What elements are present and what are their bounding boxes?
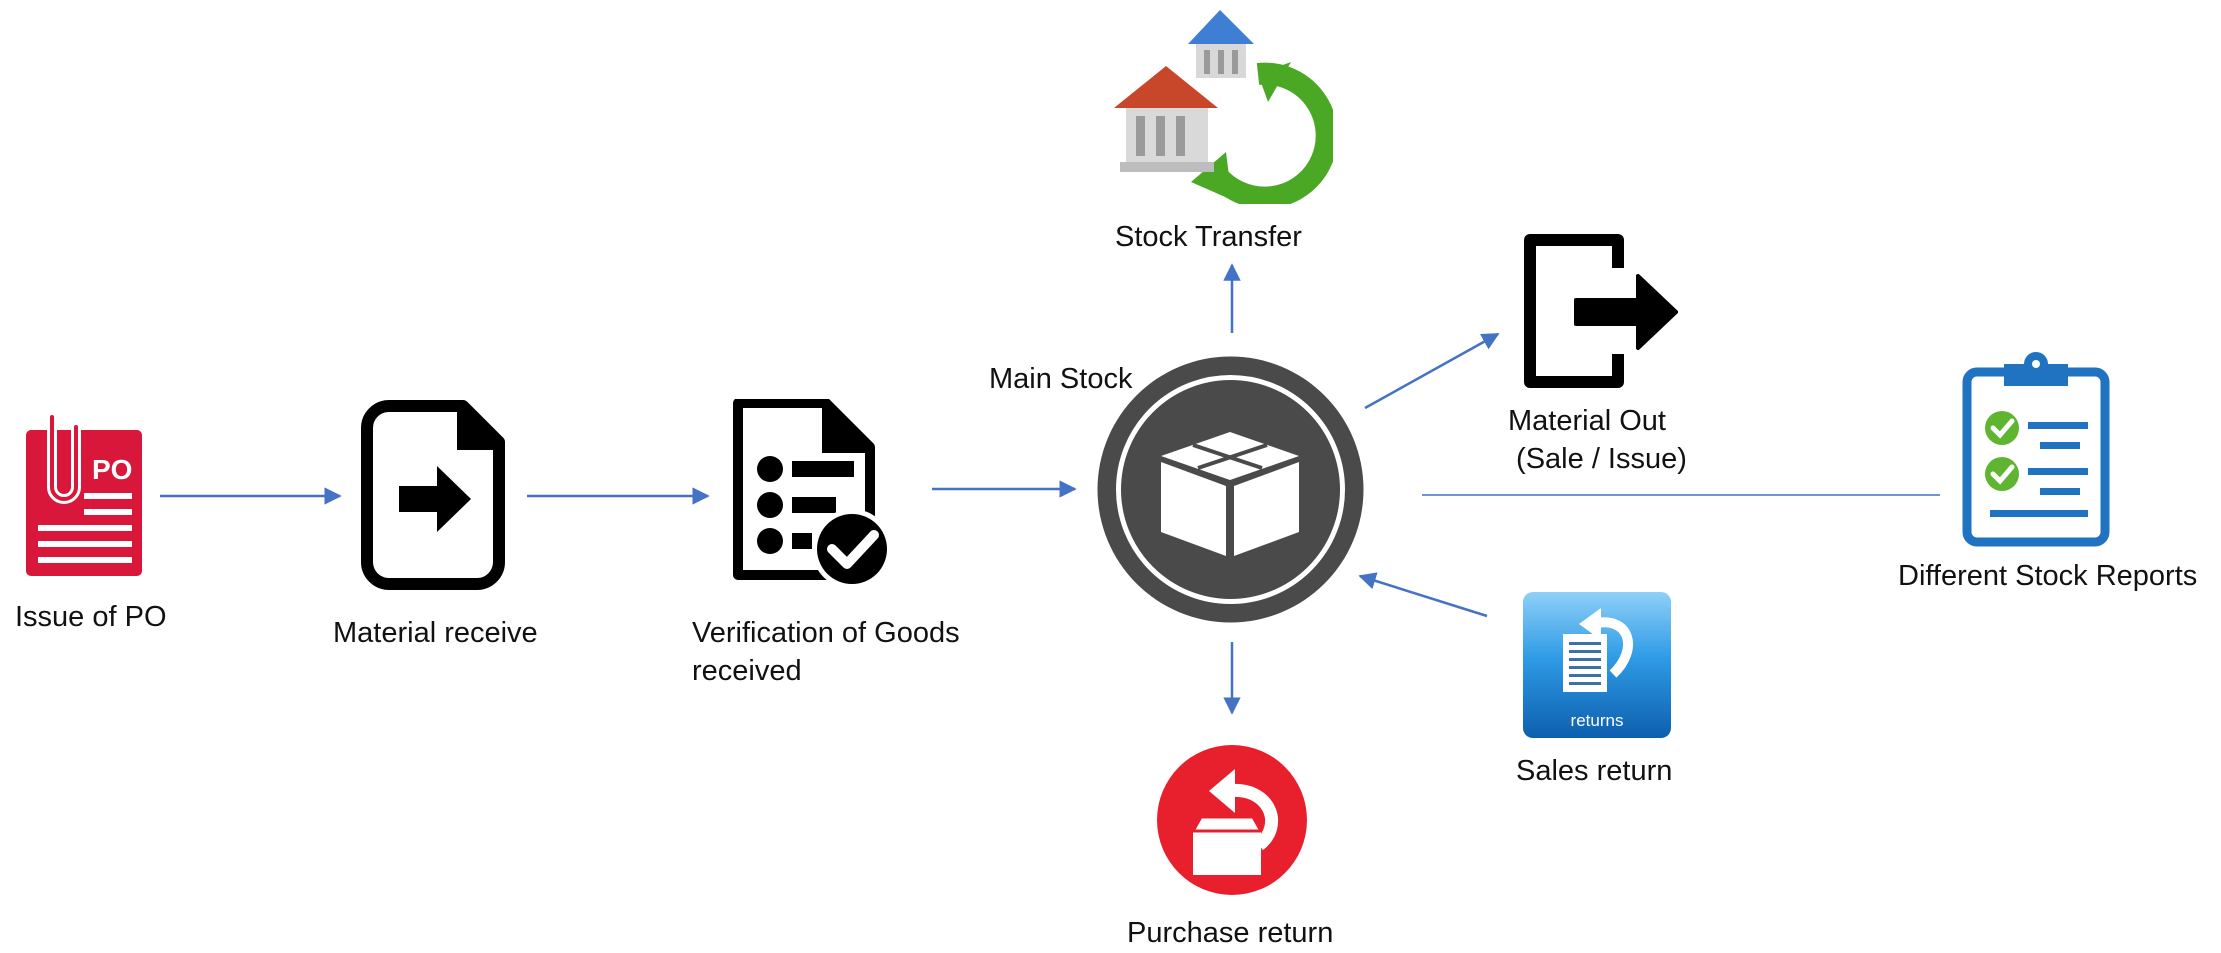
material-receive-label: Material receive (333, 617, 538, 649)
stock-transfer-label: Stock Transfer (1115, 221, 1302, 253)
sales-return-label: Sales return (1516, 755, 1673, 787)
svg-text:returns: returns (1571, 711, 1624, 730)
arrow-main-stock-to-material-out (1364, 332, 1500, 410)
warehouse-transfer-icon (1114, 10, 1333, 204)
main-stock-label: Main Stock (989, 363, 1133, 395)
exit-door-icon (1524, 234, 1678, 388)
verification-label-line1: Verification of Goods (692, 617, 960, 649)
stock-reports-label: Different Stock Reports (1898, 560, 2198, 592)
verification-label: Verification of Goods received (692, 614, 960, 690)
material-out-label: Material Out (Sale / Issue) (1508, 402, 1687, 478)
verification-label-line2: received (692, 655, 802, 687)
po-document-icon: PO (26, 413, 142, 576)
material-out-label-line1: Material Out (1508, 405, 1666, 437)
purchase-return-label: Purchase return (1127, 917, 1334, 949)
arrow-sales-return-to-main-stock (1358, 572, 1488, 618)
checklist-verified-icon (733, 399, 892, 589)
returns-icon: returns (1523, 592, 1671, 738)
material-out-label-line2: (Sale / Issue) (1508, 443, 1687, 475)
svg-text:PO: PO (92, 454, 132, 485)
box-icon (1097, 356, 1364, 623)
clipboard-checklist-icon (1962, 352, 2110, 547)
file-import-icon (361, 400, 505, 590)
issue-po-label: Issue of PO (15, 601, 167, 633)
purchase-return-icon (1157, 745, 1307, 895)
